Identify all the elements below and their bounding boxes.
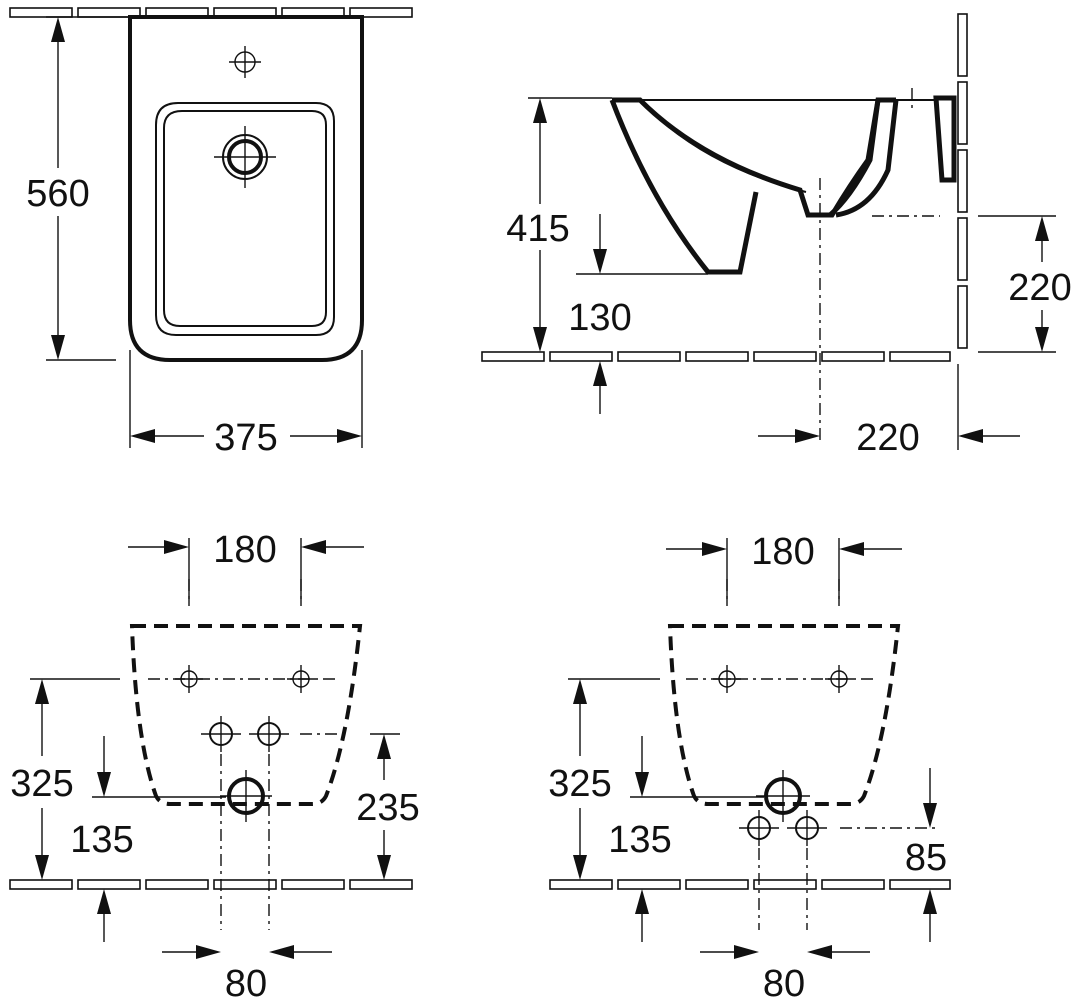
supply-height-85-label-b: 85 <box>905 837 947 879</box>
mount-view-a: 180 325 135 235 80 <box>9 529 420 1005</box>
drain-a <box>220 770 272 822</box>
width-375-label: 375 <box>214 417 277 459</box>
supply-height-235-label-a: 235 <box>356 787 419 829</box>
drain-top <box>214 126 276 188</box>
bidet-outline-a <box>129 624 363 806</box>
wall-bracket <box>933 95 957 183</box>
bolt-height-325-label-b: 325 <box>548 763 611 805</box>
supply-a-left <box>201 716 241 752</box>
wall-strip-top <box>9 7 413 18</box>
supply-spacing-80-label-a: 80 <box>225 963 267 1005</box>
supply-spacing-80-label-b: 80 <box>763 963 805 1005</box>
wall-side <box>957 13 968 349</box>
side-view: 415 130 220 220 <box>481 13 1072 459</box>
floor-gap-130-label: 130 <box>568 297 631 339</box>
height-560-label: 560 <box>26 173 89 215</box>
height-415-label: 415 <box>506 208 569 250</box>
top-view: 560 375 <box>9 7 413 459</box>
bowl-outline-top <box>155 102 335 336</box>
bolt-spacing-180-label-b: 180 <box>751 531 814 573</box>
supply-a-right <box>249 716 289 752</box>
tap-hole-top <box>228 45 262 79</box>
supply-b-right <box>787 810 827 846</box>
supply-b-left <box>739 810 779 846</box>
bidet-outline-b <box>667 624 901 806</box>
floor-b <box>549 879 951 890</box>
mount-view-b: 180 325 135 85 80 <box>548 531 951 1005</box>
drain-b <box>756 770 810 822</box>
outlet-height-220-label: 220 <box>1008 267 1071 309</box>
floor-a <box>9 879 413 890</box>
bolt-height-325-label-a: 325 <box>10 763 73 805</box>
drain-height-135-label-b: 135 <box>608 819 671 861</box>
floor-side <box>481 351 951 362</box>
drain-height-135-label-a: 135 <box>70 819 133 861</box>
bolt-spacing-180-label-a: 180 <box>213 529 276 571</box>
depth-220-label: 220 <box>856 417 919 459</box>
bidet-outline-top <box>128 15 364 362</box>
